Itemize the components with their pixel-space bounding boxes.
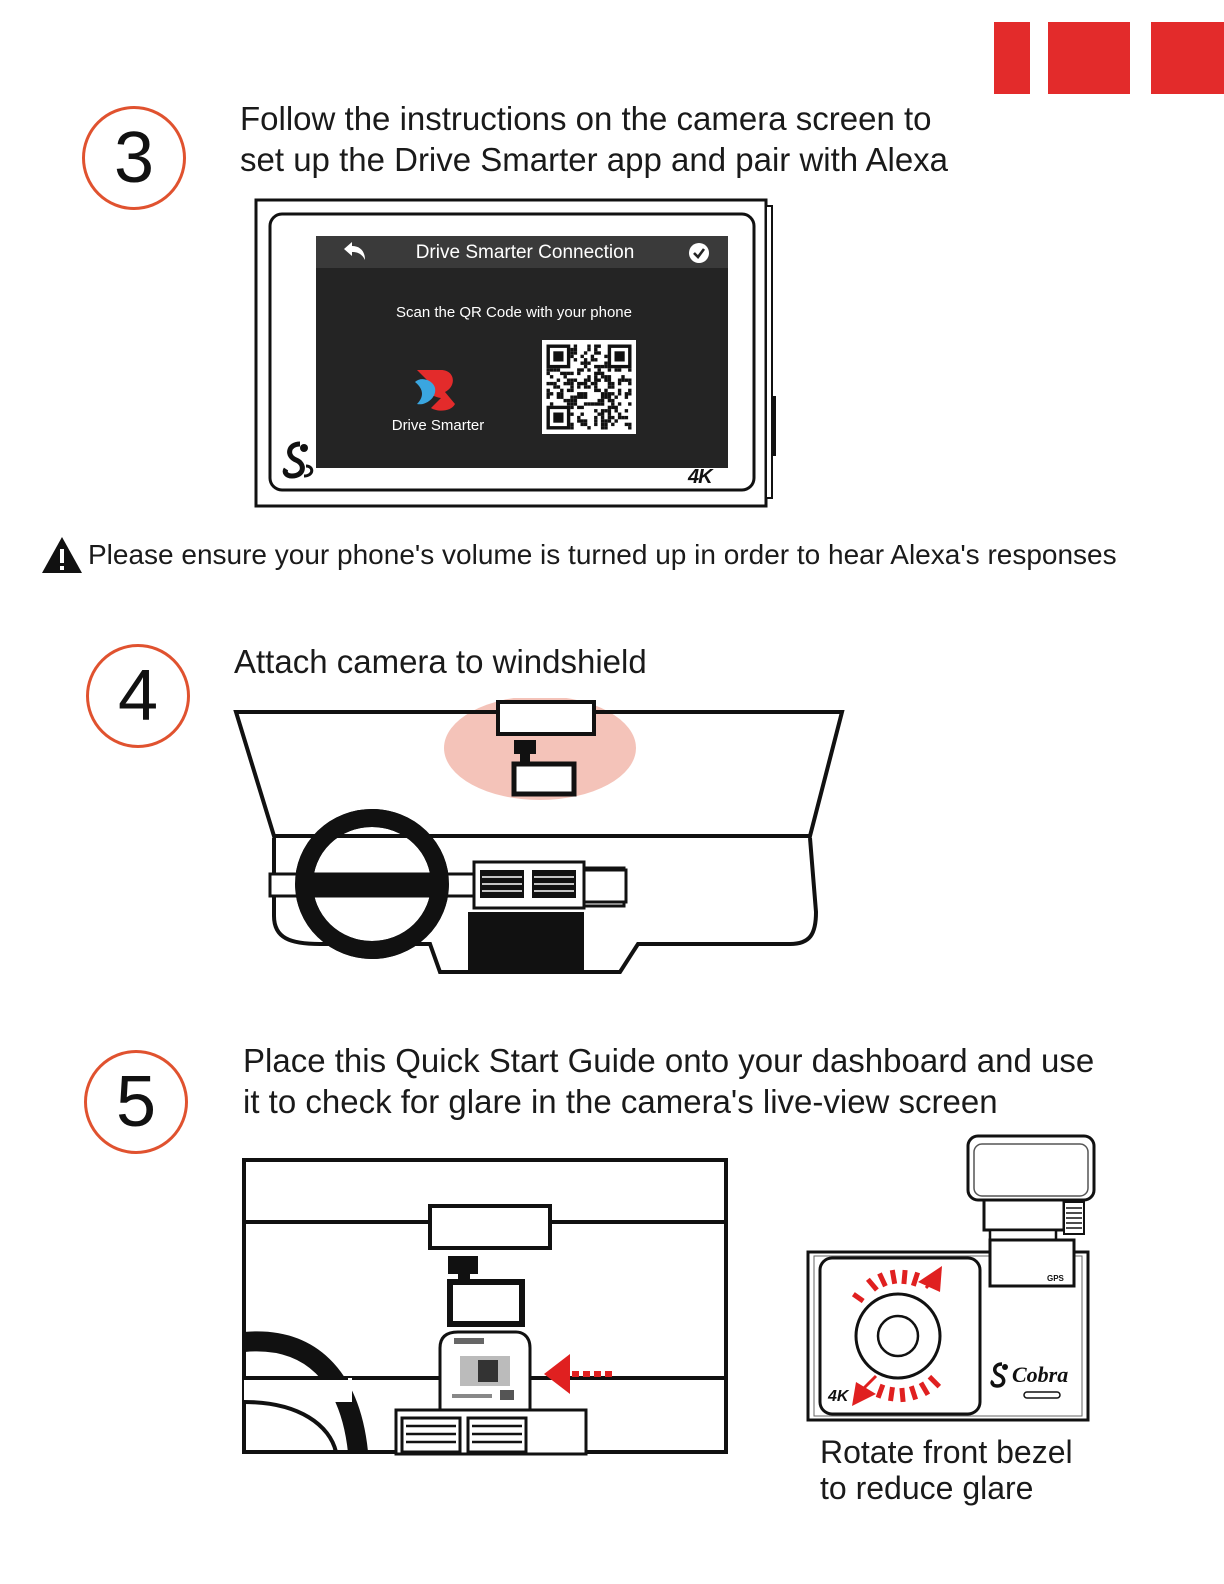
glare-check-illustration — [242, 1158, 728, 1456]
back-arrow-icon[interactable] — [340, 240, 368, 264]
dash-camera-illustration — [254, 198, 776, 508]
cobra-logo-icon — [990, 1362, 1008, 1388]
step-3-number: 3 — [113, 118, 155, 198]
step-5-line-1: Place this Quick Start Guide onto your d… — [243, 1042, 1095, 1079]
warning-triangle-icon — [42, 537, 82, 573]
glare-arrow-icon — [544, 1354, 616, 1394]
warning-text: Please ensure your phone's volume is tur… — [88, 539, 1117, 570]
corner-bar-2 — [1048, 22, 1130, 94]
step-5-circle: 5 — [84, 1050, 188, 1154]
cobra-logo-icon — [282, 441, 314, 479]
step-4-number: 4 — [117, 656, 159, 736]
bezel-brand-label: Cobra — [1012, 1362, 1069, 1387]
step-4-text: Attach camera to windshield — [234, 641, 934, 682]
app-name-label: Drive Smarter — [391, 417, 485, 434]
windshield-dashboard-illustration — [233, 698, 845, 974]
bezel-caption-line-1: Rotate front bezel — [820, 1434, 1073, 1470]
step-3-circle: 3 — [82, 106, 186, 210]
step-3-line-2: set up the Drive Smarter app and pair wi… — [240, 141, 949, 178]
step-3-text: Follow the instructions on the camera sc… — [240, 98, 1000, 180]
check-circle-icon[interactable] — [688, 242, 710, 264]
bezel-gps-label: GPS — [1047, 1274, 1064, 1283]
screen-instruction: Scan the QR Code with your phone — [396, 304, 632, 321]
bezel-caption: Rotate front bezel to reduce glare — [820, 1434, 1200, 1506]
drive-smarter-app-icon — [415, 370, 455, 411]
step-3-line-1: Follow the instructions on the camera sc… — [240, 100, 932, 137]
step-5-number: 5 — [115, 1062, 157, 1142]
bezel-camera-illustration — [806, 1134, 1096, 1422]
bezel-4k-badge: 4K — [828, 1388, 849, 1405]
bezel-caption-line-2: to reduce glare — [820, 1470, 1034, 1506]
screen-4k-badge: 4K — [688, 466, 713, 488]
step-4-circle: 4 — [86, 644, 190, 748]
corner-bar-1 — [994, 22, 1030, 94]
step-5-text: Place this Quick Start Guide onto your d… — [243, 1040, 1143, 1122]
qr-code[interactable] — [542, 340, 636, 434]
step-5-line-2: it to check for glare in the camera's li… — [243, 1083, 998, 1120]
screen-title: Drive Smarter Connection — [415, 242, 635, 263]
corner-bar-3 — [1151, 22, 1224, 94]
step-4-line-1: Attach camera to windshield — [234, 643, 647, 680]
